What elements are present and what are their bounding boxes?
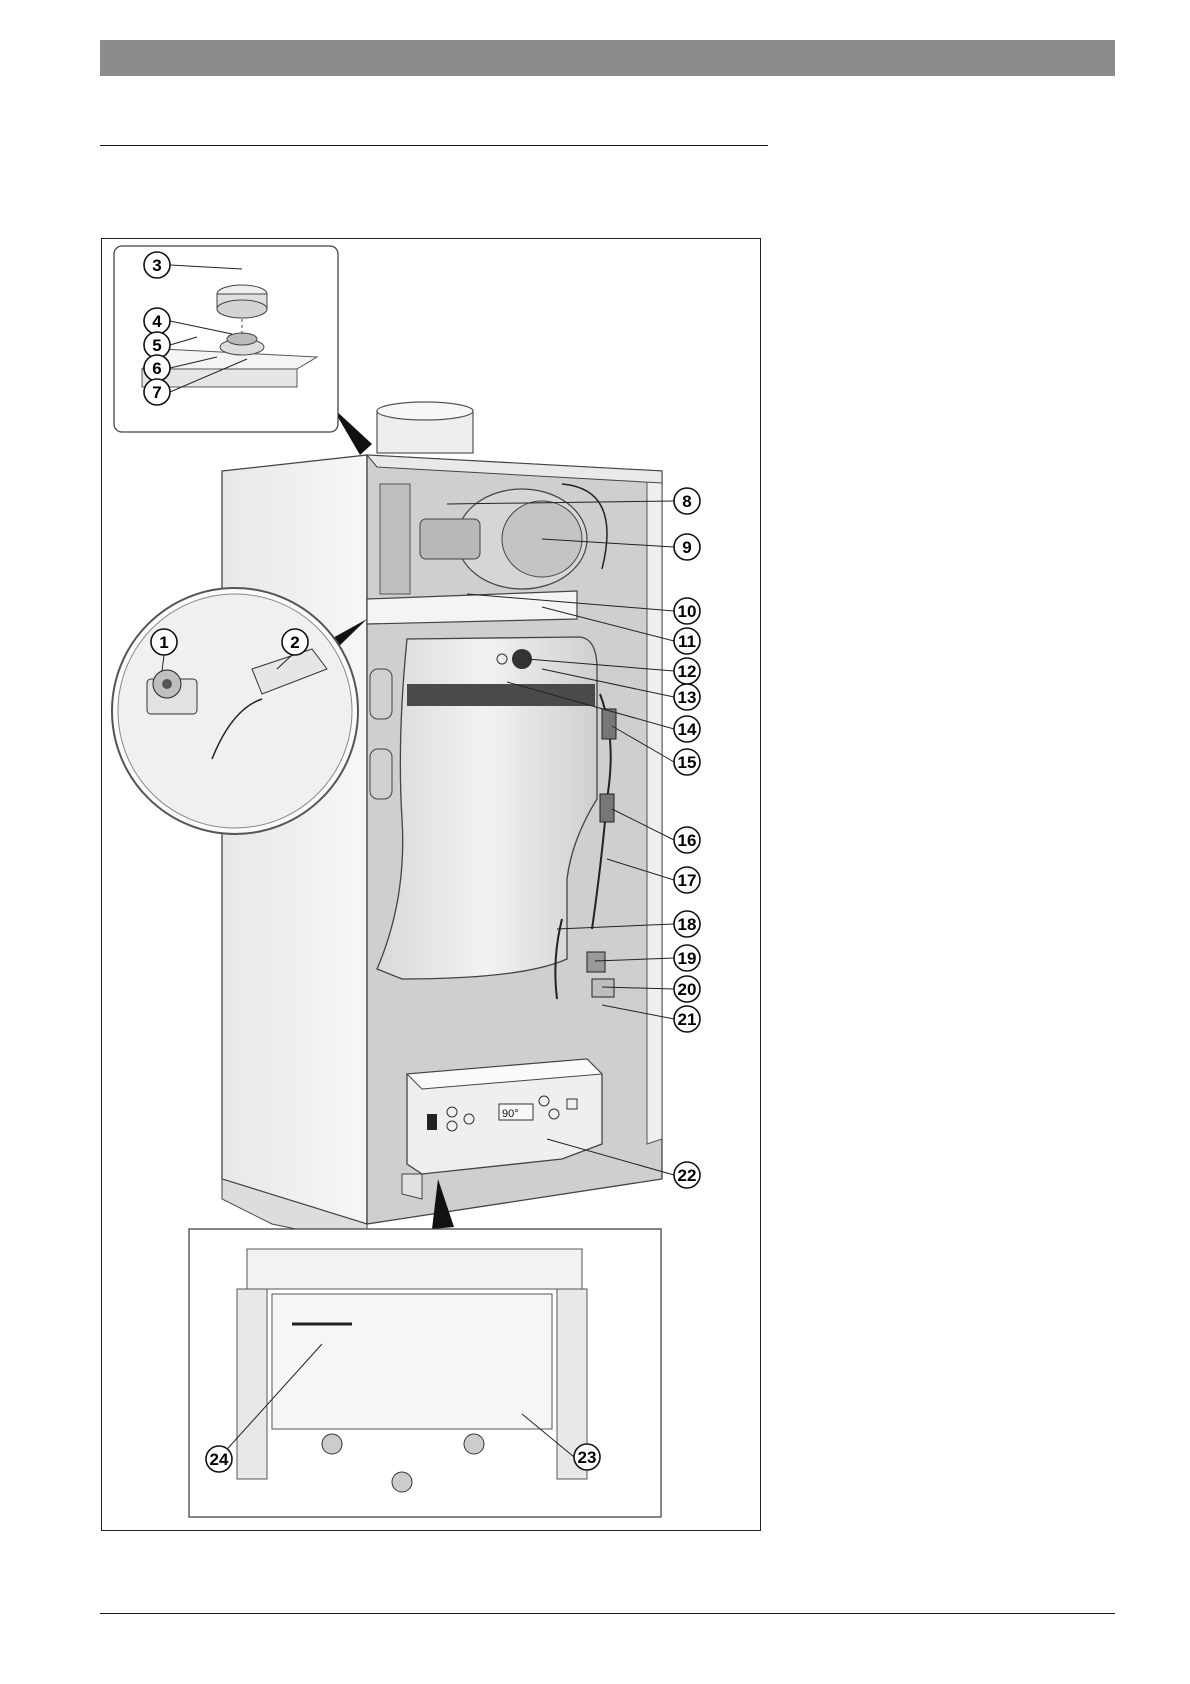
boiler-figure: 90°: [101, 238, 761, 1531]
heat-exchanger: [376, 636, 598, 980]
callout-9: 9: [673, 533, 701, 561]
left-pipework: [369, 668, 393, 800]
header-bar: [100, 40, 1115, 76]
callouts: 3 4 5 6 7 1 2 8 9 10 11 12 13 14 15 16 1…: [143, 251, 701, 1473]
control-panel: 90°: [401, 1058, 604, 1200]
svg-text:4: 4: [152, 312, 162, 331]
svg-text:7: 7: [152, 383, 161, 402]
callout-23: 23: [573, 1443, 601, 1471]
callout-3: 3: [143, 251, 171, 279]
svg-text:8: 8: [682, 492, 691, 511]
svg-text:9: 9: [682, 538, 691, 557]
footer-rule: [100, 1613, 1115, 1614]
callout-17: 17: [673, 866, 701, 894]
fan-assembly: [379, 483, 608, 595]
svg-text:5: 5: [152, 336, 161, 355]
callout-20: 20: [673, 975, 701, 1003]
svg-text:17: 17: [678, 871, 697, 890]
svg-text:6: 6: [152, 359, 161, 378]
callout-16: 16: [673, 826, 701, 854]
leader-lines: [161, 264, 675, 1458]
svg-text:3: 3: [152, 256, 161, 275]
section-rule: [100, 145, 768, 146]
callout-24: 24: [205, 1445, 233, 1473]
callout-13: 13: [673, 683, 701, 711]
callout-19: 19: [673, 944, 701, 972]
svg-text:12: 12: [678, 662, 697, 681]
svg-text:15: 15: [678, 753, 697, 772]
boiler-illustration: 90°: [111, 245, 701, 1518]
callout-10: 10: [673, 597, 701, 625]
svg-text:11: 11: [678, 632, 696, 651]
callout-22: 22: [673, 1161, 701, 1189]
callout-14: 14: [673, 715, 701, 743]
svg-text:16: 16: [678, 831, 697, 850]
callout-21: 21: [673, 1005, 701, 1033]
inset-pointer-bottom: [432, 1179, 454, 1229]
svg-text:19: 19: [678, 949, 697, 968]
svg-text:20: 20: [678, 980, 697, 999]
display-readout: 90°: [502, 1108, 519, 1120]
inset-pointer-top: [332, 407, 372, 455]
inset-vent-valve: [111, 587, 359, 835]
callout-6: 6: [143, 354, 171, 382]
svg-text:1: 1: [159, 633, 168, 652]
callout-12: 12: [673, 657, 701, 685]
callout-18: 18: [673, 910, 701, 938]
svg-text:2: 2: [290, 633, 299, 652]
callout-8: 8: [673, 487, 701, 515]
svg-text:10: 10: [678, 602, 697, 621]
callout-2: 2: [281, 628, 309, 656]
svg-text:24: 24: [210, 1450, 229, 1469]
svg-text:13: 13: [678, 688, 697, 707]
burner-manifold: [366, 590, 578, 625]
svg-text:18: 18: [678, 915, 697, 934]
svg-text:14: 14: [678, 720, 697, 739]
svg-text:21: 21: [678, 1010, 697, 1029]
wiring-sensors: [554, 693, 617, 1000]
callout-1: 1: [150, 628, 178, 656]
svg-text:22: 22: [678, 1166, 697, 1185]
callout-7: 7: [143, 378, 171, 406]
callout-15: 15: [673, 748, 701, 776]
callout-5: 5: [143, 331, 171, 359]
callout-11: 11: [673, 627, 701, 655]
flue-pipe: [376, 401, 474, 454]
inset-bottom-view: [188, 1228, 662, 1518]
svg-text:23: 23: [578, 1448, 597, 1467]
callout-4: 4: [143, 307, 171, 335]
